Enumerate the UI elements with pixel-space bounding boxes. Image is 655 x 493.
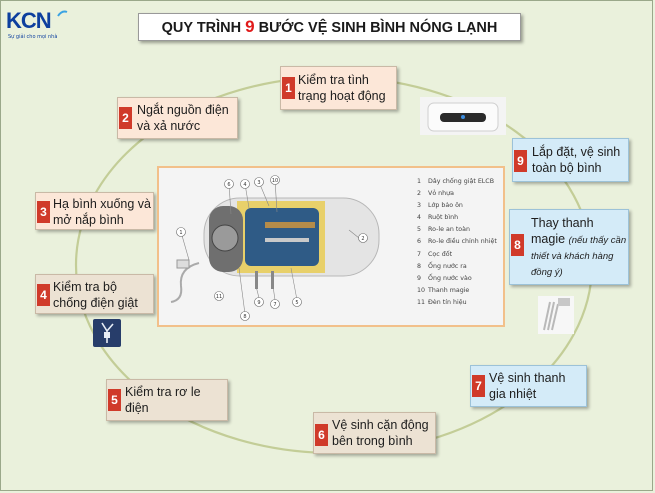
svg-text:6: 6 bbox=[227, 182, 230, 188]
part-item: 8 Ống nước ra bbox=[417, 262, 467, 270]
step-7-text: Vệ sinh thanh gia nhiệt bbox=[489, 371, 566, 401]
svg-text:11: 11 bbox=[216, 294, 222, 300]
step-4: 4 Kiểm tra bộ chống điện giật bbox=[35, 274, 154, 314]
part-item: 2 Vỏ nhựa bbox=[417, 190, 455, 198]
logo-signal-icon bbox=[57, 10, 68, 17]
step-3-badge: 3 bbox=[37, 201, 50, 223]
step-8-note: (nếu thấy cần thiết và khách hàng đồng ý… bbox=[531, 235, 627, 278]
step-4-text: Kiểm tra bộ chống điện giật bbox=[53, 280, 138, 310]
cutaway-illustration: 1 6 4 3 10 2 9 7 5 8 11 bbox=[170, 175, 380, 321]
step-2-text: Ngắt nguồn điện và xả nước bbox=[137, 103, 229, 133]
part-item: 5 Ro-le an toàn bbox=[417, 226, 470, 234]
step-7-badge: 7 bbox=[472, 375, 485, 397]
title-suffix: BƯỚC VỆ SINH BÌNH NÓNG LẠNH bbox=[254, 20, 498, 36]
heating-rod-image bbox=[538, 296, 574, 334]
logo-tagline: Sự giải cho mọi nhà bbox=[8, 34, 58, 40]
step-5-text: Kiểm tra rơ le điện bbox=[125, 385, 201, 415]
step-8-text: Thay thanh magie bbox=[531, 216, 594, 246]
part-item: 1 Dây chống giật ELCB bbox=[417, 178, 495, 185]
svg-text:4: 4 bbox=[243, 182, 246, 188]
step-8-badge: 8 bbox=[511, 234, 524, 256]
svg-text:9: 9 bbox=[257, 300, 260, 306]
svg-text:7: 7 bbox=[273, 302, 276, 308]
step-4-badge: 4 bbox=[37, 284, 50, 306]
callout-numbers: 1 6 4 3 10 2 9 7 5 8 11 bbox=[179, 178, 364, 320]
parts-legend: 1 Dây chống giật ELCB 2 Vỏ nhựa 3 Lớp bả… bbox=[417, 176, 497, 309]
step-9: 9 Lắp đặt, vệ sinh toàn bộ bình bbox=[512, 138, 629, 182]
step-1-badge: 1 bbox=[282, 77, 295, 99]
step-8: 8 Thay thanh magie (nếu thấy cần thiết v… bbox=[509, 209, 629, 285]
step-6-text: Vệ sinh cặn động bên trong bình bbox=[332, 418, 429, 448]
svg-text:3: 3 bbox=[257, 180, 260, 186]
logo-mark: KCN bbox=[6, 8, 52, 33]
title-prefix: QUY TRÌNH bbox=[161, 20, 246, 36]
water-heater-cutaway-diagram: 1 6 4 3 10 2 9 7 5 8 11 1 Dây chống giật… bbox=[157, 166, 505, 327]
part-item: 6 Ro-le điều chỉnh nhiệt bbox=[417, 238, 497, 246]
step-1: 1 Kiểm tra tình trạng hoạt động bbox=[280, 66, 397, 110]
svg-text:10: 10 bbox=[272, 178, 278, 184]
svg-text:5: 5 bbox=[295, 300, 298, 306]
part-item: 7 Cọc đốt bbox=[417, 250, 453, 258]
step-5: 5 Kiểm tra rơ le điện bbox=[106, 379, 228, 421]
step-2: 2 Ngắt nguồn điện và xả nước bbox=[117, 97, 238, 139]
part-item: 10 Thanh magie bbox=[417, 286, 470, 294]
kcn-logo: KCN Sự giải cho mọi nhà bbox=[6, 8, 86, 44]
water-heater-image bbox=[420, 97, 506, 135]
step-9-badge: 9 bbox=[514, 150, 527, 172]
part-item: 11 Đèn tín hiệu bbox=[417, 298, 467, 306]
step-5-badge: 5 bbox=[108, 389, 121, 411]
step-2-badge: 2 bbox=[119, 107, 132, 129]
plug-icon bbox=[101, 322, 114, 343]
step-1-text: Kiểm tra tình trạng hoạt động bbox=[298, 73, 386, 103]
svg-text:8: 8 bbox=[243, 314, 246, 320]
svg-text:1: 1 bbox=[179, 230, 182, 236]
heating-rod-icon bbox=[538, 296, 574, 334]
step-6: 6 Vệ sinh cặn động bên trong bình bbox=[313, 412, 436, 454]
step-8-content: Thay thanh magie (nếu thấy cần thiết và … bbox=[531, 215, 627, 279]
step-6-badge: 6 bbox=[315, 424, 328, 446]
step-9-text: Lắp đặt, vệ sinh toàn bộ bình bbox=[532, 145, 621, 175]
water-heater-icon bbox=[427, 102, 499, 132]
part-item: 4 Ruột bình bbox=[417, 214, 459, 222]
step-3-text: Hạ bình xuống và mở nắp bình bbox=[53, 197, 151, 227]
step-3: 3 Hạ bình xuống và mở nắp bình bbox=[35, 192, 154, 230]
step-7: 7 Vệ sinh thanh gia nhiệt bbox=[470, 365, 587, 407]
plug-image bbox=[93, 319, 121, 347]
title-number: 9 bbox=[245, 17, 255, 36]
part-item: 3 Lớp bảo ôn bbox=[417, 202, 463, 210]
svg-text:2: 2 bbox=[361, 236, 364, 242]
part-item: 9 Ống nước vào bbox=[417, 274, 472, 282]
page-title: QUY TRÌNH 9 BƯỚC VỆ SINH BÌNH NÓNG LẠNH bbox=[138, 13, 521, 41]
